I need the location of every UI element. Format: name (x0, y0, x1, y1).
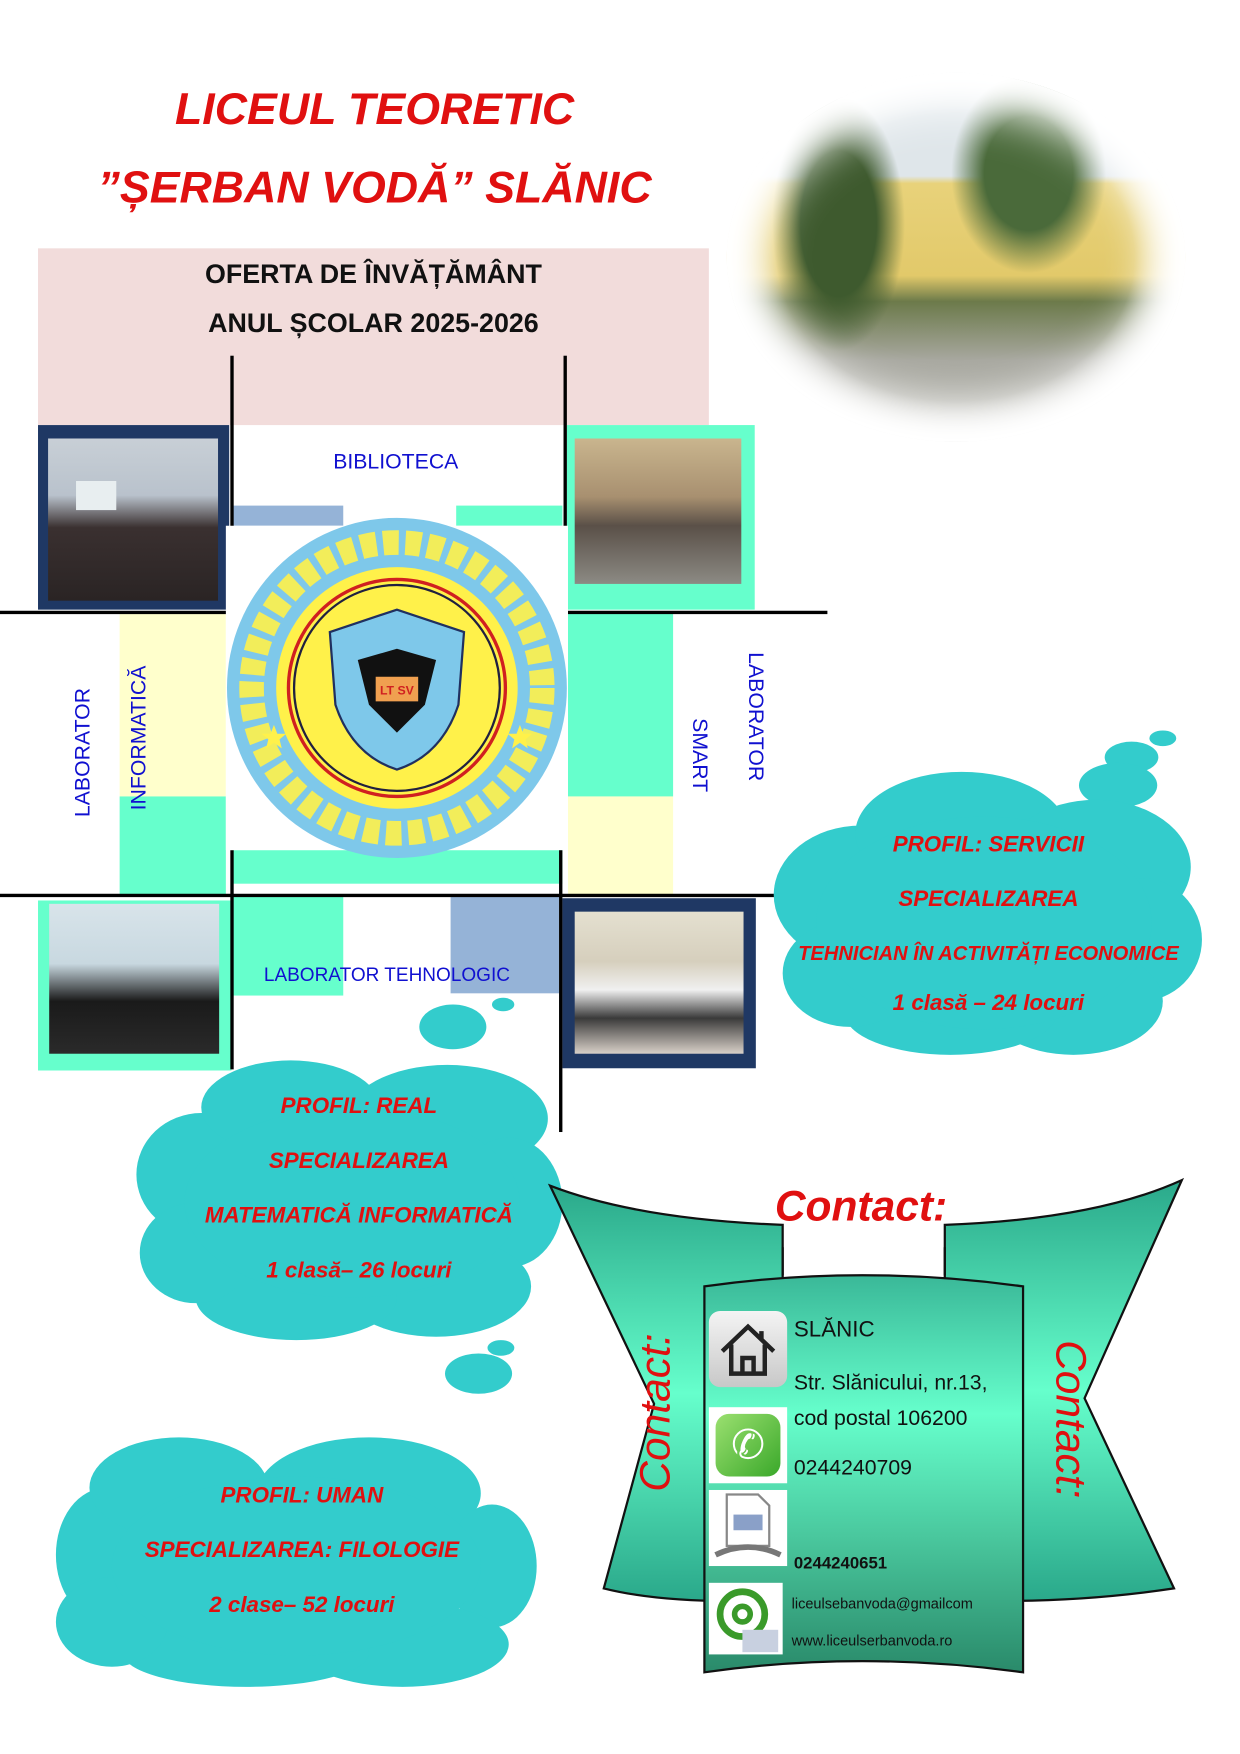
label-lab-tehnologic: LABORATOR TEHNOLOGIC (263, 964, 510, 986)
deco-block (450, 894, 560, 994)
school-building-photo (726, 72, 1186, 442)
contact-phone: 0244240709 (793, 1456, 913, 1480)
school-year: ANUL ȘCOLAR 2025-2026 (208, 308, 539, 339)
deco-block (232, 505, 344, 526)
school-title-line2: ”ȘERBAN VODĂ” SLĂNIC (97, 163, 652, 213)
profile-real: PROFIL: REAL (280, 1093, 438, 1119)
deco-block (567, 796, 674, 895)
divider-line (230, 355, 234, 611)
star-icon (507, 724, 533, 749)
contact-fax: 0244240651 (793, 1553, 888, 1573)
profile-uman-spec: SPECIALIZAREA: FILOLOGIE (144, 1538, 460, 1563)
contact-email[interactable]: liceulsebanvoda@gmailcom (791, 1595, 973, 1612)
school-logo: LT SV (226, 517, 567, 858)
divider-line (559, 850, 563, 1133)
profile-uman-places: 2 clase– 52 locuri (209, 1592, 395, 1618)
offer-box (38, 248, 709, 426)
contact-side-left: Contact: (632, 1333, 680, 1492)
contact-heading: Contact: (774, 1183, 948, 1231)
library-photo (566, 425, 755, 610)
deco-block (119, 796, 226, 895)
offer-title: OFERTA DE ÎNVĂȚĂMÂNT (204, 259, 542, 290)
deco-block (119, 612, 226, 797)
profile-uman: PROFIL: UMAN (220, 1483, 384, 1508)
phone-icon: ✆ (708, 1407, 788, 1484)
logo-monogram: LT SV (380, 684, 415, 698)
label-biblioteca: BIBLIOTECA (333, 450, 459, 475)
profile-real-places: 1 clasă– 26 locuri (266, 1258, 452, 1284)
profile-real-spec-label: SPECIALIZAREA (268, 1148, 449, 1174)
fax-icon (708, 1489, 788, 1567)
label-lab-smart-1: LABORATOR (743, 652, 768, 782)
profile-servicii-spec: TEHNICIAN ÎN ACTIVITĂȚI ECONOMICE (798, 941, 1179, 965)
contact-postal: cod postal 106200 (793, 1407, 968, 1431)
deco-block (567, 612, 674, 797)
contact-side-right: Contact: (1046, 1340, 1094, 1499)
contact-city: SLĂNIC (793, 1317, 875, 1343)
profile-servicii-places: 1 clasă – 24 locuri (892, 991, 1085, 1016)
home-icon (708, 1310, 788, 1388)
divider-line (563, 355, 567, 611)
students-photo (562, 898, 756, 1069)
email-icon (708, 1582, 783, 1655)
contact-street: Str. Slănicului, nr.13, (793, 1371, 988, 1395)
classroom-photo (38, 425, 230, 610)
divider-line (0, 893, 778, 898)
choir-photo (38, 900, 232, 1071)
school-title-line1: LICEUL TEORETIC (174, 85, 575, 135)
divider-line (230, 850, 234, 1070)
contact-website[interactable]: www.liceulserbanvoda.ro (791, 1632, 953, 1649)
profile-servicii: PROFIL: SERVICII (892, 832, 1085, 857)
deco-block (232, 894, 344, 996)
profile-real-spec: MATEMATICĂ INFORMATICĂ (204, 1203, 513, 1229)
label-lab-smart-2: SMART (687, 718, 712, 793)
star-icon (261, 724, 287, 749)
profile-servicii-spec-label: SPECIALIZAREA (898, 887, 1079, 912)
deco-block (456, 505, 563, 526)
